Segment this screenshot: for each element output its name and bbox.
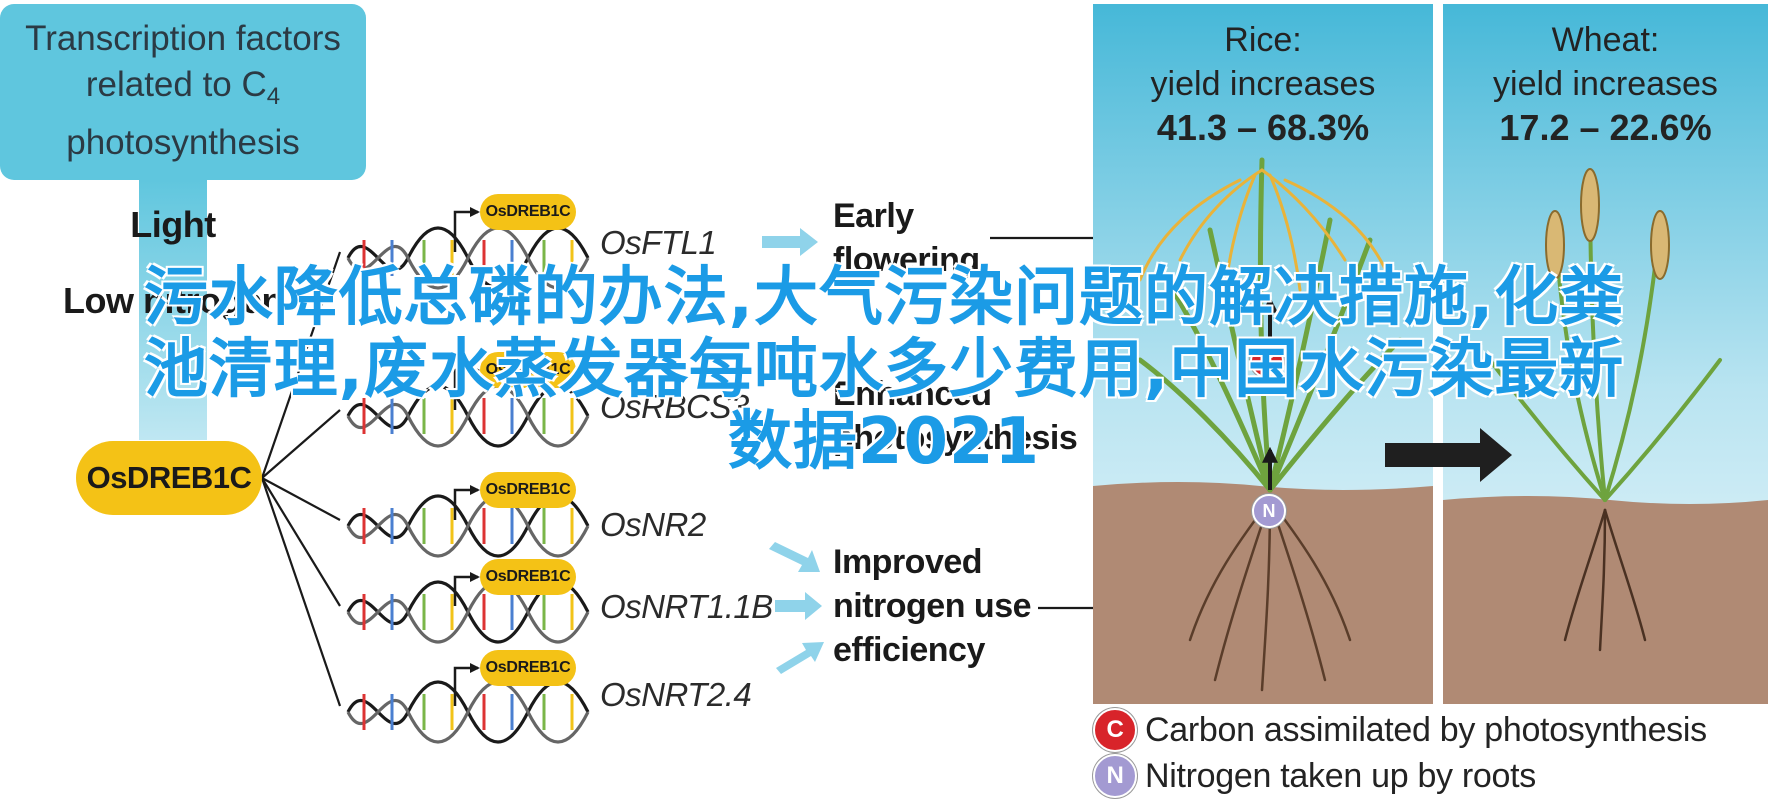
gene-pill-4: OsDREB1C	[480, 559, 576, 595]
hub-connectors	[260, 251, 342, 707]
box-line-3: photosynthesis	[66, 123, 300, 162]
wheat-plant	[1488, 168, 1722, 652]
gene-pill-5: OsDREB1C	[480, 650, 576, 686]
gene-name-5: OsNRT2.4	[600, 676, 752, 713]
box-line-2: related to C4	[85, 65, 281, 110]
wheat-panel-bg	[1443, 4, 1768, 704]
hub-gene-oval: OsDREB1C	[76, 441, 262, 515]
gene-pill-1: OsDREB1C	[480, 194, 576, 230]
overlay-line-1: 污水降低总磷的办法,大气污染问题的解决措施,化粪	[143, 261, 1625, 335]
legend-nitrogen-icon: N	[1093, 754, 1137, 798]
condition-low-nitrogen: Low nitrogen	[63, 280, 283, 321]
gene-name-4: OsNRT1.1B	[600, 588, 773, 625]
legend-nitrogen-text: Nitrogen taken up by roots	[1145, 756, 1536, 795]
legend-carbon-text: Carbon assimilated by photosynthesis	[1145, 710, 1707, 749]
gene-pill-2: OsDREB1C	[480, 352, 576, 388]
overlay-caption: 污水降低总磷的办法,大气污染问题的解决措施,化粪 池清理,废水蒸发器每吨水多少费…	[0, 262, 1768, 478]
overlay-line-3: 数据2021	[727, 405, 1041, 479]
effect-arrows	[762, 228, 824, 674]
rice-panel-header: Rice: yield increases 41.3 – 68.3%	[1150, 21, 1376, 148]
promoter-arrows	[453, 207, 480, 706]
condition-light: Light	[130, 204, 216, 245]
gene-name-1: OsFTL1	[600, 224, 717, 261]
effect-improved-nue: Improved nitrogen use efficiency	[833, 543, 1032, 669]
gene-name-3: OsNR2	[600, 506, 706, 543]
legend-carbon-icon: C	[1093, 708, 1137, 752]
gene-pill-3: OsDREB1C	[480, 472, 576, 508]
carbon-marker: C	[1250, 344, 1284, 378]
gene-name-2: OsRBCS3	[600, 388, 749, 425]
nitrogen-marker: N	[1252, 494, 1286, 528]
effect-enhanced-photosynthesis: Enhanced photosynthesis	[833, 375, 1078, 457]
legend-carbon: C Carbon assimilated by photosynthesis	[1093, 708, 1707, 752]
effect-early-flowering: Early flowering	[833, 197, 980, 279]
wheat-panel-header: Wheat: yield increases 17.2 – 22.6%	[1493, 21, 1718, 148]
input-flow-bar	[139, 178, 207, 440]
overlay-line-2: 池清理,废水蒸发器每吨水多少费用,中国水污染最新	[143, 333, 1625, 407]
box-line-1: Transcription factors	[25, 19, 341, 58]
transcription-factors-box: Transcription factors related to C4 phot…	[0, 4, 366, 180]
panel-transition-arrow	[1385, 428, 1512, 482]
legend-nitrogen: N Nitrogen taken up by roots	[1093, 754, 1536, 798]
